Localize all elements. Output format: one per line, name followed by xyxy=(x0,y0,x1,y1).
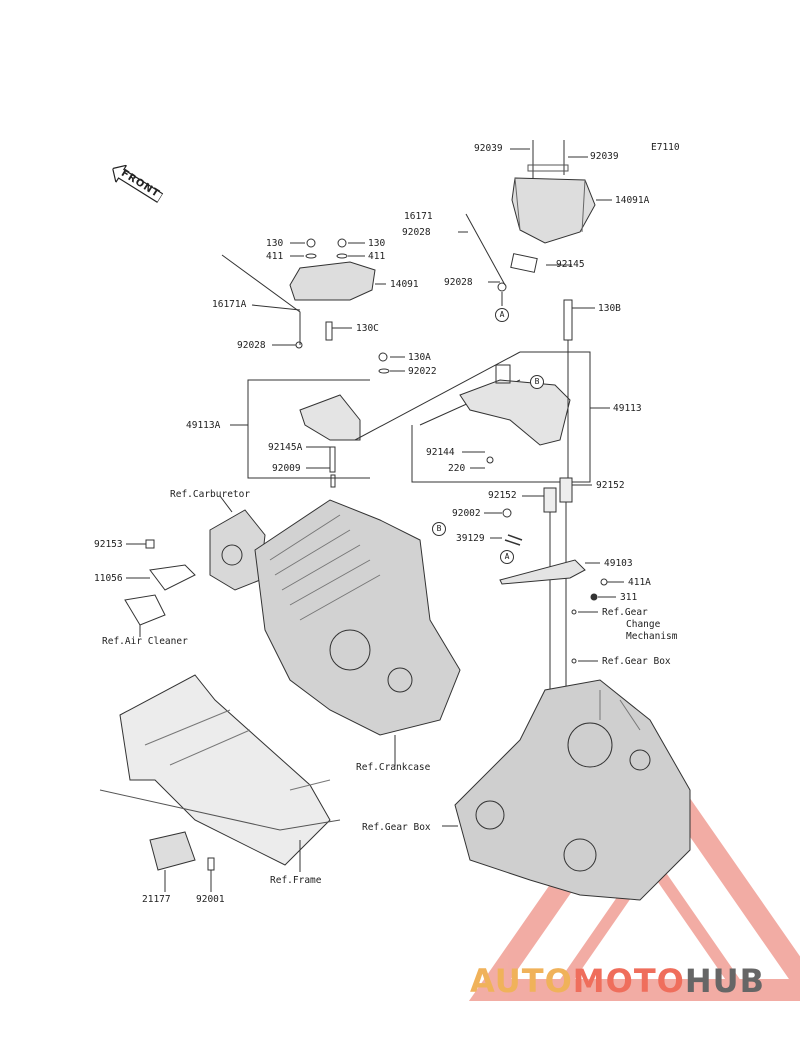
marker-a-top: A xyxy=(495,308,509,322)
label-ref-gear-change-1: Ref.Gear xyxy=(602,607,648,618)
part-21177 xyxy=(149,831,196,871)
label-92028c: 92028 xyxy=(237,340,266,351)
label-ref-gear-change-3: Mechanism xyxy=(626,631,678,642)
label-21177: 21177 xyxy=(142,894,171,905)
label-11056: 11056 xyxy=(94,573,123,584)
label-92002: 92002 xyxy=(452,508,481,519)
label-92153: 92153 xyxy=(94,539,123,550)
frame xyxy=(119,674,331,866)
bracket-49113 xyxy=(459,379,571,446)
label-411A: 411A xyxy=(628,577,651,588)
label-39129: 39129 xyxy=(456,533,485,544)
marker-a-mid: A xyxy=(500,550,514,564)
label-130B: 130B xyxy=(598,303,621,314)
label-411a: 411 xyxy=(266,251,284,262)
label-411b: 411 xyxy=(368,251,386,262)
label-14091: 14091 xyxy=(390,279,419,290)
label-92001: 92001 xyxy=(196,894,225,905)
brand-part-2: MOTO xyxy=(572,962,685,1000)
label-ref-air-cleaner: Ref.Air Cleaner xyxy=(102,636,188,647)
brand-part-3: HUB xyxy=(684,962,766,1000)
front-arrow: FRONT xyxy=(107,160,165,207)
label-49113A: 49113A xyxy=(186,420,221,431)
gearbox xyxy=(454,679,691,901)
label-130C: 130C xyxy=(356,323,379,334)
label-92009: 92009 xyxy=(272,463,301,474)
cover-14091A xyxy=(511,177,596,244)
label-92145A: 92145A xyxy=(268,442,303,453)
label-ref-carburetor: Ref.Carburetor xyxy=(170,489,251,500)
watermark-brand: AUTOMOTOHUB xyxy=(470,962,765,1000)
label-92022: 92022 xyxy=(408,366,437,377)
label-130A: 130A xyxy=(408,352,431,363)
label-311: 311 xyxy=(620,592,638,603)
label-92145: 92145 xyxy=(556,259,585,270)
cover-14091 xyxy=(289,261,376,301)
label-49103: 49103 xyxy=(604,558,633,569)
label-92144: 92144 xyxy=(426,447,455,458)
front-arrow-icon xyxy=(111,164,164,204)
label-92039b: 92039 xyxy=(590,151,619,162)
label-130a: 130 xyxy=(266,238,284,249)
label-92028a: 92028 xyxy=(402,227,431,238)
label-ref-gear-box-2: Ref.Gear Box xyxy=(362,822,431,833)
label-130b: 130 xyxy=(368,238,386,249)
label-92039a: 92039 xyxy=(474,143,503,154)
engine-block xyxy=(254,499,461,736)
marker-b-mid: B xyxy=(432,522,446,536)
lever-49103 xyxy=(499,559,586,585)
label-92152b: 92152 xyxy=(596,480,625,491)
label-49113: 49113 xyxy=(613,403,642,414)
bracket-49113A xyxy=(299,394,361,441)
label-ref-frame: Ref.Frame xyxy=(270,875,322,886)
label-16171A: 16171A xyxy=(212,299,247,310)
label-ref-gear-change-2: Change xyxy=(626,619,661,630)
label-ref-crankcase: Ref.Crankcase xyxy=(356,762,431,773)
brand-part-1: AUTO xyxy=(470,962,573,1000)
label-92152a: 92152 xyxy=(488,490,517,501)
marker-b-top: B xyxy=(530,375,544,389)
label-14091A: 14091A xyxy=(615,195,650,206)
label-220: 220 xyxy=(448,463,466,474)
label-92028b: 92028 xyxy=(444,277,473,288)
label-ref-gear-box-1: Ref.Gear Box xyxy=(602,656,671,667)
diagram-code: E7110 xyxy=(651,142,680,153)
label-16171: 16171 xyxy=(404,211,433,222)
